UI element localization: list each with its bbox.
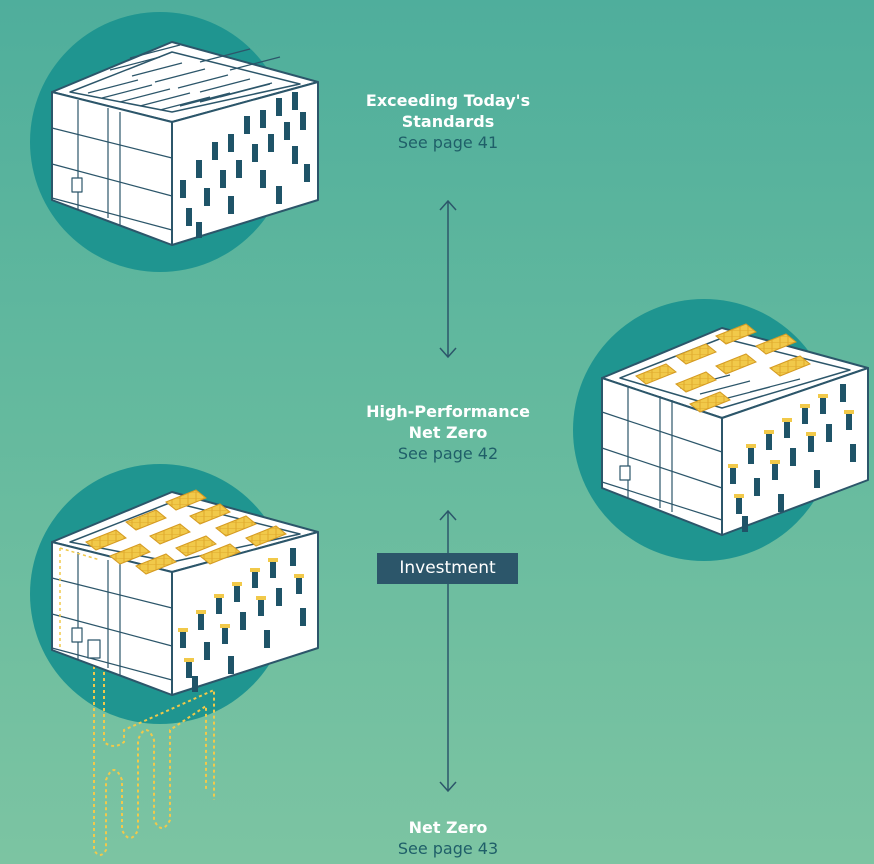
tier-title-line2: Standards bbox=[401, 112, 495, 131]
building-exceeding-standards bbox=[51, 41, 319, 246]
tier-title-line1: Exceeding Today's bbox=[365, 91, 531, 110]
geothermal-loop bbox=[93, 660, 215, 856]
tier-page-link[interactable]: See page 41 bbox=[397, 133, 499, 152]
lower-double-arrow bbox=[439, 509, 457, 793]
tier-page-link[interactable]: See page 43 bbox=[397, 839, 499, 858]
tier-page-link[interactable]: See page 42 bbox=[397, 444, 499, 463]
tier-net-zero: Net Zero See page 43 bbox=[348, 817, 548, 860]
building-1-windows bbox=[180, 92, 310, 238]
building-3-windows bbox=[180, 548, 306, 692]
tier-title-line1: Net Zero bbox=[408, 818, 488, 837]
tier-title-line1: High-Performance bbox=[366, 402, 530, 421]
building-2-solar-panels bbox=[635, 323, 811, 413]
building-3-dashed-trim bbox=[59, 547, 101, 648]
upper-double-arrow bbox=[439, 199, 457, 359]
investment-label: Investment bbox=[377, 553, 518, 584]
tier-high-performance: High-Performance Net Zero See page 42 bbox=[348, 401, 548, 465]
tier-exceeding-standards: Exceeding Today's Standards See page 41 bbox=[348, 90, 548, 154]
tier-title-line2: Net Zero bbox=[408, 423, 488, 442]
building-2-window-shades bbox=[728, 394, 854, 498]
building-3-window-shades bbox=[178, 558, 304, 662]
building-2-windows bbox=[730, 384, 856, 532]
building-3-solar-panels bbox=[85, 489, 287, 575]
